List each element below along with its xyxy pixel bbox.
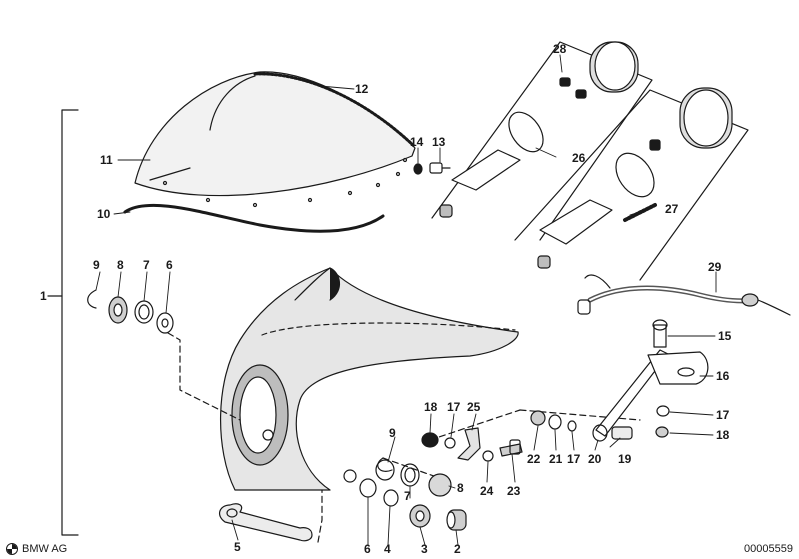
callout-16: 16: [716, 369, 730, 383]
fairing-body: [219, 267, 519, 491]
callout-23: 23: [507, 484, 521, 498]
ring-set-upper: [87, 289, 174, 334]
callout-29: 29: [708, 260, 722, 274]
bmw-logo-icon: [6, 543, 18, 555]
callout-20: 20: [588, 452, 602, 466]
callout-13: 13: [432, 135, 446, 149]
callout-numbers: 1 9 8 7 6 11 10 12 14 13 28 26 27 29 15 …: [40, 42, 732, 556]
callout-5: 5: [234, 540, 241, 554]
document-number: 00005559: [744, 543, 793, 555]
assembly-bracket: [47, 109, 79, 536]
callout-1: 1: [40, 289, 47, 303]
callout-22: 22: [527, 452, 541, 466]
mount-hardware: [421, 427, 523, 462]
callout-25: 25: [467, 400, 481, 414]
callout-10: 10: [97, 207, 111, 221]
callout-6-lower: 6: [364, 542, 371, 556]
callout-17-mid: 17: [567, 452, 581, 466]
callout-15: 15: [718, 329, 732, 343]
callout-8-upper: 8: [117, 258, 124, 272]
instrument-assembly-26: [431, 41, 653, 241]
callout-27: 27: [665, 202, 679, 216]
callout-9-lower: 9: [389, 426, 396, 440]
callout-24: 24: [480, 484, 494, 498]
callout-17-right: 17: [716, 408, 730, 422]
stay-rod: [530, 319, 709, 442]
callout-17-left: 17: [447, 400, 461, 414]
leader-lines: [95, 54, 717, 546]
callout-3: 3: [421, 542, 428, 556]
callout-11: 11: [100, 153, 113, 167]
callout-2: 2: [454, 542, 461, 556]
callout-8-lower: 8: [457, 481, 464, 495]
callout-18-right: 18: [716, 428, 730, 442]
brand-name: BMW AG: [22, 543, 68, 555]
callout-19: 19: [618, 452, 632, 466]
callout-7-lower: 7: [404, 489, 411, 503]
wrench-tool: [218, 503, 313, 542]
edge-strip: [123, 203, 385, 233]
speedo-cable: [577, 274, 791, 316]
callout-21: 21: [549, 452, 563, 466]
windscreen: [134, 71, 416, 208]
callout-7-upper: 7: [143, 258, 150, 272]
instrument-assembly-27: [514, 87, 749, 281]
ring-set-lower: [359, 457, 467, 531]
brand-mark: BMW AG: [6, 543, 67, 555]
callout-4: 4: [384, 542, 391, 556]
callout-12: 12: [355, 82, 369, 96]
callout-18-left: 18: [424, 400, 438, 414]
callout-28: 28: [553, 42, 567, 56]
callout-14: 14: [410, 135, 424, 149]
callout-9-upper: 9: [93, 258, 100, 272]
callout-26: 26: [572, 151, 586, 165]
callout-6-upper: 6: [166, 258, 173, 272]
screw-and-washer: [413, 162, 451, 175]
